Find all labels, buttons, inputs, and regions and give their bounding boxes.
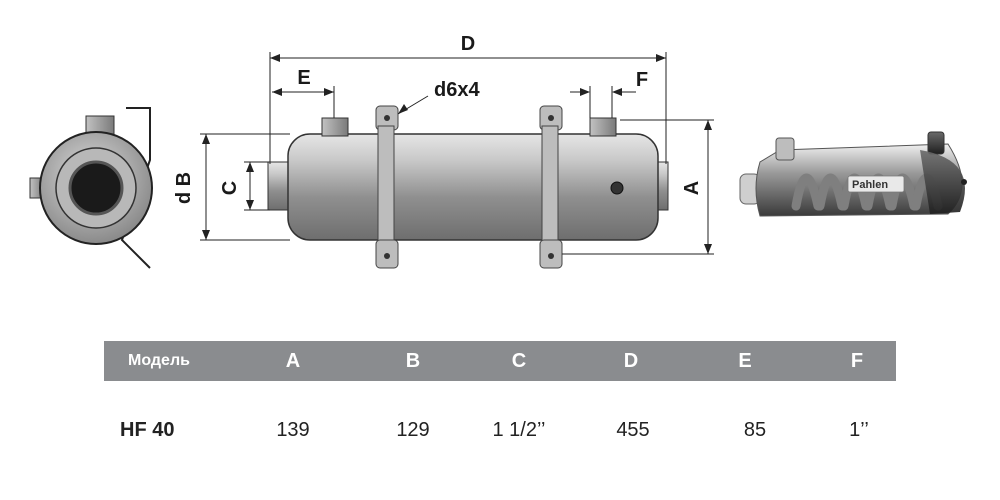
header-c: C	[511, 350, 527, 372]
side-view	[267, 105, 669, 269]
product-logo: Pahlen	[852, 179, 888, 191]
dim-label-a: A	[681, 181, 703, 195]
dim-label-e: E	[297, 67, 310, 89]
header-d: D	[623, 350, 639, 372]
product-photo: Pahlen	[739, 131, 967, 217]
dim-label-bolt: d6x4	[434, 79, 480, 101]
cell-f: 1’’	[849, 419, 869, 441]
cell-d: 455	[616, 419, 650, 441]
spec-table-header: Модель A B C D E F	[104, 341, 896, 381]
dimension-arrows	[202, 54, 712, 254]
header-model: Модель	[128, 352, 190, 369]
header-b: B	[405, 350, 421, 372]
header-a: A	[285, 350, 301, 372]
header-f: F	[850, 350, 864, 372]
header-e: E	[738, 350, 752, 372]
dim-label-f: F	[636, 69, 648, 91]
dim-label-c: C	[219, 181, 241, 195]
cell-c: 1 1/2’’	[492, 419, 546, 441]
end-view	[29, 107, 153, 269]
cell-a: 139	[276, 419, 310, 441]
dim-label-db: d B	[173, 172, 195, 204]
technical-drawing: D E F d6x4 d B C A Pahlen	[29, 33, 967, 269]
table-row: HF 40 139 129 1 1/2’’ 455 85 1’’	[104, 410, 896, 450]
cell-b: 129	[396, 419, 430, 441]
dim-label-d: D	[461, 33, 475, 55]
cell-e: 85	[743, 419, 767, 441]
cell-model: HF 40	[120, 419, 175, 441]
